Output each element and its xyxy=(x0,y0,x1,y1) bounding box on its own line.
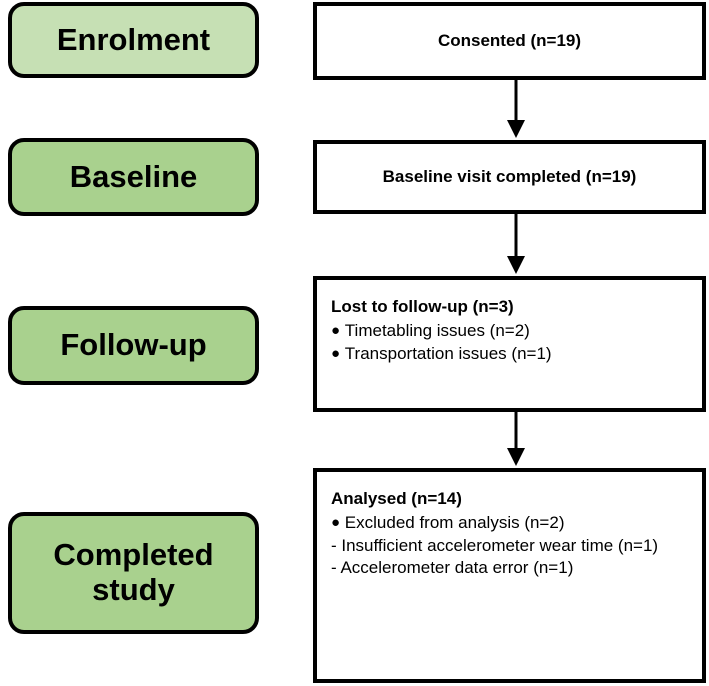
node-bullet-text: Excluded from analysis (n=2) xyxy=(344,513,565,533)
node-body: Lost to follow-up (n=3) ● Timetabling is… xyxy=(317,280,702,373)
node-analysed: Analysed (n=14) ● Excluded from analysis… xyxy=(313,468,706,683)
node-baseline-visit-completed: Baseline visit completed (n=19) xyxy=(313,140,706,214)
bullet-dot-icon: ● xyxy=(331,322,341,340)
stage-label-text: Enrolment xyxy=(56,21,211,57)
node-title: Consented (n=19) xyxy=(437,31,582,51)
node-title: Analysed (n=14) xyxy=(331,489,462,508)
arrow-consented-to-baseline xyxy=(507,80,525,138)
node-lost-to-follow-up: Lost to follow-up (n=3) ● Timetabling is… xyxy=(313,276,706,412)
bullet-dot-icon: ● xyxy=(331,514,341,532)
stage-label-text: Completed study xyxy=(53,537,214,607)
node-sub-item: - Insufficient accelerometer wear time (… xyxy=(331,535,659,555)
stage-label-baseline: Baseline xyxy=(8,138,259,216)
node-bullet-item: ● Excluded from analysis (n=2) xyxy=(331,512,688,534)
node-title: Lost to follow-up (n=3) xyxy=(331,297,514,316)
node-body: Analysed (n=14) ● Excluded from analysis… xyxy=(317,472,702,587)
bullet-dot-icon: ● xyxy=(331,344,341,362)
stage-label-completed-study: Completed study xyxy=(8,512,259,634)
stage-label-enrolment: Enrolment xyxy=(8,2,259,78)
stage-label-text: Follow-up xyxy=(60,327,207,363)
node-consented: Consented (n=19) xyxy=(313,2,706,80)
node-bullet-text: Timetabling issues (n=2) xyxy=(344,321,530,341)
node-bullet-item: ● Timetabling issues (n=2) xyxy=(331,320,688,342)
node-bullet-item: ● Transportation issues (n=1) xyxy=(331,343,688,365)
stage-label-follow-up: Follow-up xyxy=(8,306,259,385)
node-bullet-text: Transportation issues (n=1) xyxy=(344,343,552,363)
node-sub-item: - Accelerometer data error (n=1) xyxy=(331,557,574,577)
arrow-follow-up-to-analysed xyxy=(507,412,525,466)
arrow-baseline-to-follow-up xyxy=(507,214,525,274)
stage-label-text: Baseline xyxy=(69,158,198,194)
node-title: Baseline visit completed (n=19) xyxy=(382,167,637,187)
